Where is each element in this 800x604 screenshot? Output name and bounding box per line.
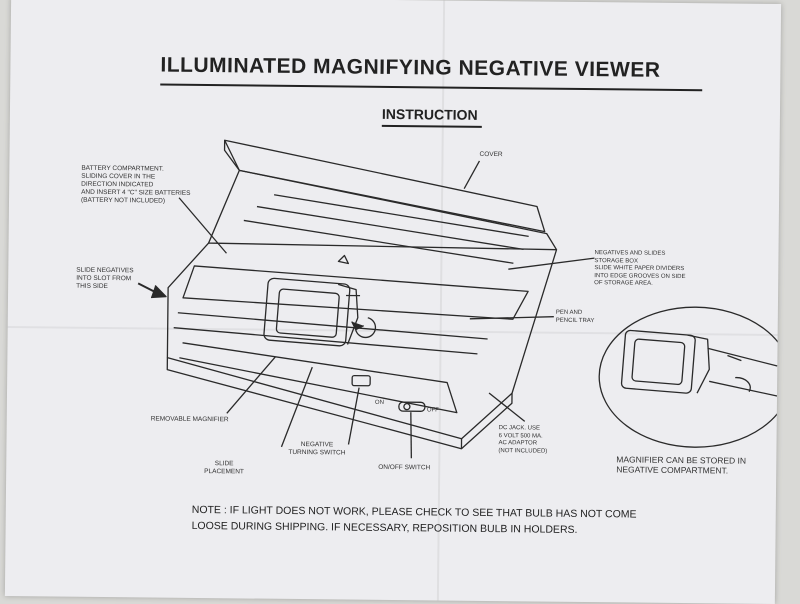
label-pen-tray: PEN AND PENCIL TRAY bbox=[555, 309, 595, 324]
label-slide-negatives: SLIDE NEGATIVES INTO SLOT FROM THIS SIDE bbox=[76, 266, 134, 291]
label-removable-magnifier: REMOVABLE MAGNIFIER bbox=[150, 415, 229, 424]
magnifier-frame bbox=[263, 277, 351, 347]
label-storage-box: NEGATIVES AND SLIDES STORAGE BOX SLIDE W… bbox=[594, 250, 686, 287]
inset-magnifier bbox=[620, 329, 778, 397]
viewer-diagram bbox=[137, 139, 782, 459]
negative-turning-switch bbox=[351, 374, 371, 387]
pen-tray bbox=[182, 265, 529, 320]
label-negative-turning-switch: NEGATIVE TURNING SWITCH bbox=[288, 441, 346, 457]
box-rim bbox=[207, 169, 558, 251]
rotation-arrow bbox=[355, 317, 377, 339]
cover-lid bbox=[224, 139, 546, 233]
label-magnifier-stored: MAGNIFIER CAN BE STORED IN NEGATIVE COMP… bbox=[616, 454, 747, 476]
negative-slot bbox=[177, 312, 488, 340]
instruction-sheet: ILLUMINATED MAGNIFYING NEGATIVE VIEWER I… bbox=[4, 0, 782, 604]
storage-divider bbox=[273, 194, 529, 238]
label-slide-placement: SLIDE PLACEMENT bbox=[204, 460, 244, 476]
label-battery-compartment: BATTERY COMPARTMENT. SLIDING COVER IN TH… bbox=[80, 164, 191, 205]
label-switch-off: OFF bbox=[426, 407, 439, 414]
box-body bbox=[166, 242, 558, 440]
label-on-off-switch: ON/OFF SWITCH bbox=[378, 463, 431, 472]
magnifier-storage-inset bbox=[598, 306, 782, 448]
on-off-switch bbox=[398, 401, 426, 412]
label-cover: COVER bbox=[479, 150, 503, 159]
label-switch-on: ON bbox=[374, 399, 384, 406]
label-dc-jack: DC JACK. USE 6 VOLT 500 MA. AC ADAPTOR (… bbox=[498, 425, 548, 455]
note-text: NOTE : IF LIGHT DOES NOT WORK, PLEASE CH… bbox=[191, 503, 637, 536]
